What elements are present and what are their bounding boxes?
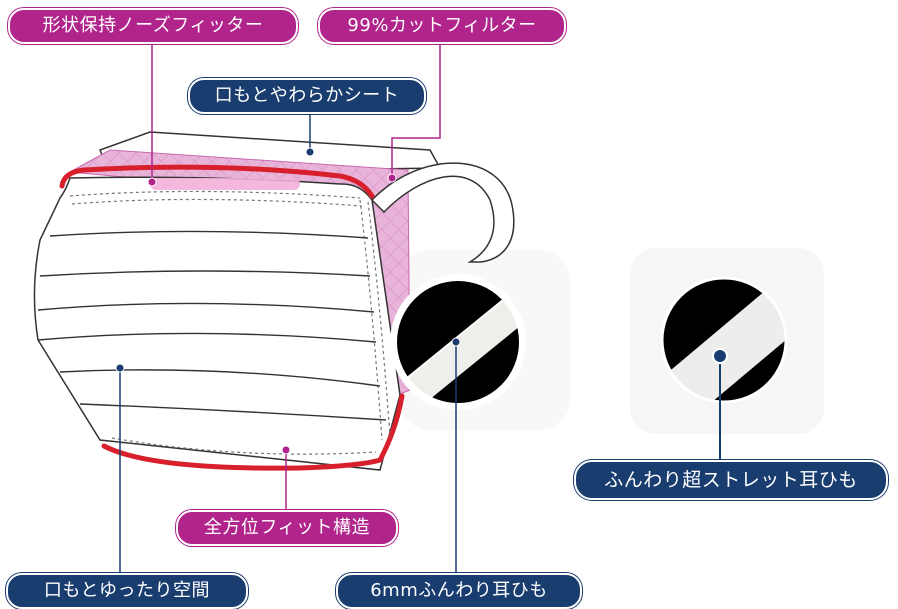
leader-dot-ultra-ear-loop bbox=[712, 348, 728, 364]
ear-loop-strand-6mm bbox=[394, 278, 522, 406]
ear-loop bbox=[370, 162, 515, 263]
leader-dot-full-fit bbox=[281, 445, 291, 455]
pleat-1 bbox=[49, 230, 369, 239]
pleat-3 bbox=[37, 302, 375, 313]
stitch-bottom bbox=[111, 437, 377, 455]
pleat-5 bbox=[59, 369, 381, 387]
mask-red-edge-bottom bbox=[101, 393, 405, 471]
leader-filter bbox=[391, 42, 441, 178]
pleat-4 bbox=[37, 332, 377, 343]
label-soft-sheet: 口もとやわらかシート bbox=[188, 78, 426, 114]
label-full-fit: 全方位フィット構造 bbox=[176, 510, 398, 546]
zoom-circle-ultra-ear-loop bbox=[660, 276, 788, 404]
pleat-6 bbox=[79, 403, 387, 421]
leader-dot-nose-fitter bbox=[147, 177, 157, 187]
leader-dot-soft-sheet bbox=[305, 147, 315, 157]
stitch-top-2 bbox=[71, 198, 363, 207]
leader-dot-filter bbox=[387, 173, 397, 183]
label-nose-fitter: 形状保持ノーズフィッター bbox=[8, 8, 298, 44]
mask-front-body bbox=[33, 176, 401, 471]
stitch-right-2 bbox=[367, 201, 391, 437]
label-filter: 99%カットフィルター bbox=[318, 8, 566, 44]
label-ear-loop-6mm: 6mmふんわり耳ひも bbox=[336, 573, 582, 609]
label-roomy-space: 口もとゆったり空間 bbox=[6, 573, 248, 609]
label-ultra-ear-loop: ふんわり超ストレット耳ひも bbox=[574, 460, 888, 500]
nose-fitter-bar bbox=[150, 178, 300, 190]
leader-dot-roomy-space bbox=[115, 363, 125, 373]
leader-dot-ear-loop-6mm bbox=[451, 337, 461, 347]
mask-red-edge-top bbox=[59, 164, 375, 199]
stitch-right bbox=[359, 199, 383, 441]
pleat-2 bbox=[39, 270, 371, 277]
